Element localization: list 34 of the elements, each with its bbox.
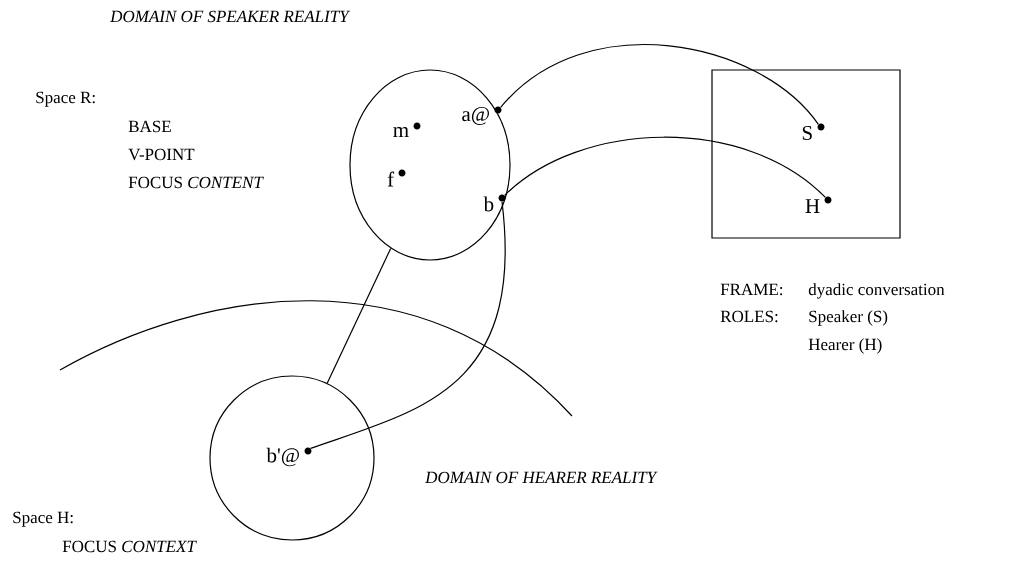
mental-space-ellipse (349, 69, 511, 261)
frame-box (711, 69, 901, 239)
labelled-point: H (805, 196, 832, 213)
node-label: a@ (462, 107, 489, 125)
labelled-point: b'@ (266, 447, 312, 467)
text-label: V-POINT (128, 148, 195, 161)
text-label: DOMAIN OF SPEAKER REALITY (110, 10, 351, 23)
text-label: BASE (128, 120, 171, 133)
text-label: dyadic conversation (808, 283, 945, 299)
text-label: Speaker (S) (809, 310, 888, 326)
text-label: FOCUS CONTEXT (62, 540, 197, 553)
node-label: b'@ (266, 447, 299, 467)
node-label: m (393, 127, 409, 137)
labelled-point: b (483, 194, 506, 212)
connector-line (310, 201, 506, 449)
text-label: ROLES: (720, 310, 778, 323)
text-label: FOCUS CONTENT (128, 176, 264, 189)
connector-line (500, 44, 819, 125)
text-label: FRAME: (720, 283, 783, 296)
node-label: b (483, 196, 494, 212)
node-label: S (802, 125, 812, 141)
connector-line (504, 136, 826, 198)
text-label: DOMAIN OF HEARER REALITY (425, 471, 658, 484)
labelled-point: S (802, 123, 825, 141)
node-label: H (805, 199, 820, 213)
text-label: Space R: (36, 91, 95, 107)
labelled-point: m (393, 122, 421, 137)
connector-line (326, 247, 392, 384)
labelled-point: a@ (462, 106, 502, 125)
node-label: f (387, 171, 395, 187)
mental-space-circle (209, 375, 375, 541)
text-label: Space H: (13, 511, 73, 527)
labelled-point: f (387, 169, 406, 187)
text-label: Hearer (H) (808, 338, 882, 354)
